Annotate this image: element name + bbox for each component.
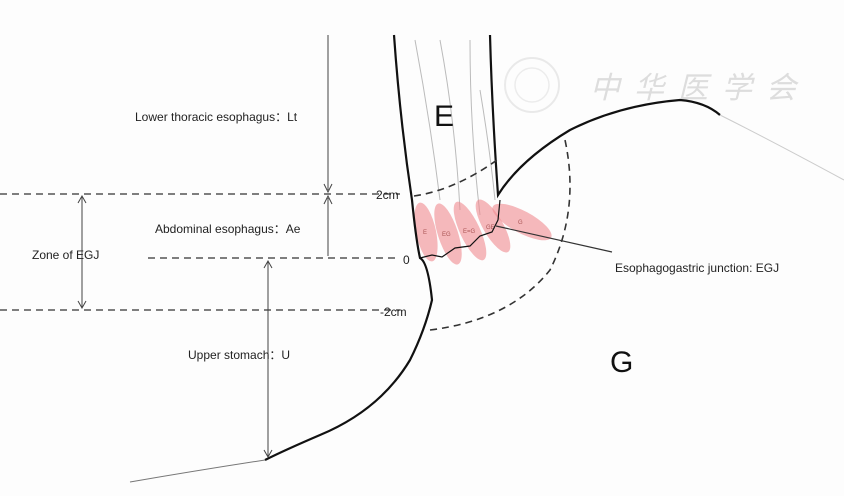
- greater-curvature: [488, 34, 721, 199]
- level-zero: 0: [403, 253, 410, 267]
- subtype-label: GE: [486, 225, 495, 231]
- subtype-label: G: [518, 220, 523, 226]
- ellipse-ge: [475, 199, 511, 253]
- egj-pointer: [495, 225, 613, 253]
- subtype-label: EG: [442, 232, 451, 238]
- stomach-tail: [129, 459, 266, 483]
- watermark-logo: [504, 57, 560, 113]
- subtype-label: E: [423, 230, 427, 236]
- label-egj: Esophagogastric junction: EGJ: [615, 261, 779, 275]
- level-plus-2cm: 2cm: [376, 188, 399, 202]
- label-abdominal-esophagus: Abdominal esophagus：Ae: [155, 222, 301, 236]
- label-stomach: G: [610, 346, 633, 379]
- label-zone-of-egj: Zone of EGJ: [32, 248, 99, 262]
- ellipse-eg: [434, 203, 462, 265]
- subtype-label: E=G: [463, 229, 476, 235]
- lesser-curvature: [264, 34, 434, 461]
- ellipse-e-equal-g: [453, 201, 487, 261]
- stomach-faint-edge: [719, 114, 844, 181]
- ellipse-e: [414, 202, 438, 262]
- egj-subtype-ellipses: [414, 199, 552, 265]
- watermark-text: 中华医学会: [590, 71, 810, 106]
- squamocolumnar-line: [419, 199, 501, 259]
- label-esophagus: E: [434, 100, 454, 133]
- label-upper-stomach: Upper stomach：U: [188, 348, 290, 362]
- level-lines: [0, 139, 571, 331]
- label-lower-thoracic-esophagus: Lower thoracic esophagus：Lt: [135, 110, 298, 124]
- anatomy-outline: [129, 34, 844, 483]
- ellipse-g: [492, 203, 552, 241]
- measurement-lines: [77, 35, 613, 459]
- esophagus-folds: [414, 39, 496, 216]
- level-minus-2cm: -2cm: [380, 305, 407, 319]
